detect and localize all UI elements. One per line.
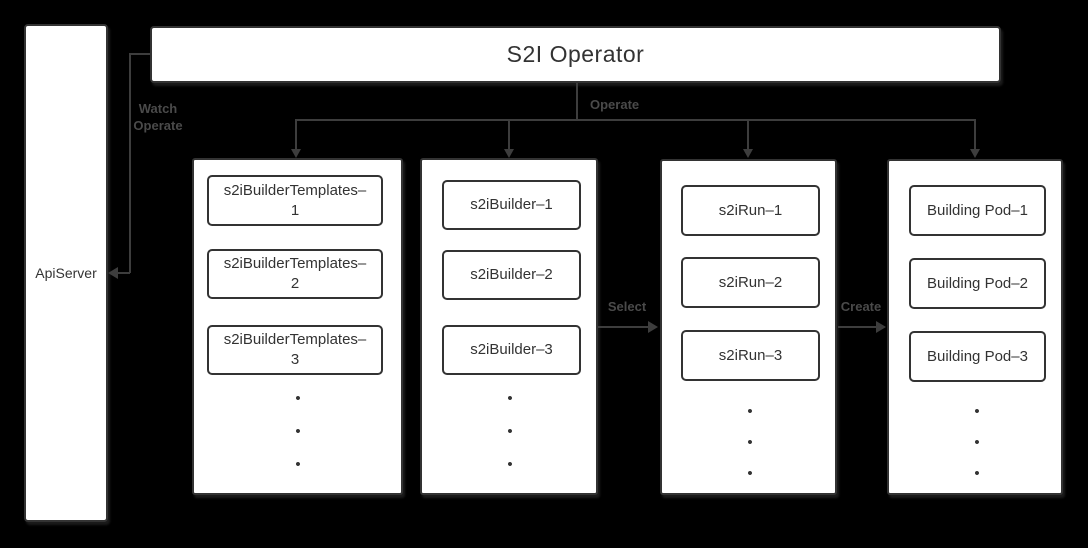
node-s2i-run-3: s2iRun–3 [681, 330, 820, 381]
node-s2i-builder-3: s2iBuilder–3 [442, 325, 581, 375]
api-server-label: ApiServer [35, 265, 97, 281]
watch-operate-edge-segment-top [129, 53, 150, 55]
group-s2i-builder: s2iBuilder–1 s2iBuilder–2 s2iBuilder–3 •… [420, 158, 598, 495]
ellipsis-dot: • [747, 434, 753, 451]
watch-operate-label: Watch Operate [127, 100, 189, 134]
group-s2i-run: s2iRun–1 s2iRun–2 s2iRun–3 • • • [660, 159, 837, 495]
operate-label: Operate [590, 97, 640, 112]
operate-arrowhead-4-icon [970, 149, 980, 158]
s2i-operator-title: S2I Operator [506, 41, 645, 67]
ellipsis-dot: • [974, 434, 980, 451]
ellipsis-dot: • [295, 423, 301, 440]
node-building-pod-3: Building Pod–3 [909, 331, 1046, 382]
operate-arrowhead-3-icon [743, 149, 753, 158]
operate-arrowhead-1-icon [291, 149, 301, 158]
operate-edge-drop-1 [295, 119, 297, 151]
watch-operate-arrowhead-icon [108, 267, 118, 279]
watch-operate-edge-segment-bottom [117, 272, 130, 274]
operate-edge-bus [295, 119, 976, 121]
operate-edge-drop-2 [508, 119, 510, 151]
node-label: s2iRun–2 [718, 273, 783, 291]
operate-edge-stem [576, 83, 578, 121]
ellipsis-dot: • [974, 465, 980, 482]
node-building-pod-1: Building Pod–1 [909, 185, 1046, 236]
node-s2i-builder-templates-1: s2iBuilderTemplates– 1 [207, 175, 383, 226]
node-s2i-builder-1: s2iBuilder–1 [442, 180, 581, 230]
node-label: s2iBuilder–2 [470, 266, 553, 283]
node-s2i-run-1: s2iRun–1 [681, 185, 820, 236]
ellipsis-dot: • [507, 456, 513, 473]
node-building-pod-2: Building Pod–2 [909, 258, 1046, 309]
create-edge-line [838, 326, 878, 328]
operate-arrowhead-2-icon [504, 149, 514, 158]
operate-edge-drop-4 [974, 119, 976, 151]
node-label: s2iRun–1 [718, 201, 783, 219]
ellipsis-dot: • [747, 403, 753, 420]
node-label: s2iBuilderTemplates– [223, 331, 367, 348]
ellipsis-dot: • [507, 423, 513, 440]
node-s2i-builder-templates-2: s2iBuilderTemplates– 2 [207, 249, 383, 299]
node-label: Building Pod–2 [927, 274, 1028, 292]
select-edge-line [598, 326, 649, 328]
operate-edge-drop-3 [747, 119, 749, 151]
create-label: Create [840, 299, 882, 314]
node-label: s2iRun–3 [718, 346, 783, 364]
node-label: 1 [290, 201, 300, 219]
s2i-operator-node: S2I Operator [150, 26, 1001, 83]
select-arrowhead-icon [648, 321, 658, 333]
select-label: Select [607, 299, 647, 314]
node-s2i-builder-2: s2iBuilder–2 [442, 250, 581, 300]
node-label: Building Pod–3 [927, 347, 1028, 365]
node-label: Building Pod–1 [927, 201, 1028, 219]
ellipsis-dot: • [507, 390, 513, 407]
watch-label-line: Watch [138, 101, 178, 116]
node-s2i-run-2: s2iRun–2 [681, 257, 820, 308]
group-s2i-builder-templates: s2iBuilderTemplates– 1 s2iBuilderTemplat… [192, 158, 403, 495]
node-label: s2iBuilderTemplates– [223, 255, 367, 272]
node-label: s2iBuilder–3 [470, 341, 553, 358]
ellipsis-dot: • [295, 390, 301, 407]
operate-label-line: Operate [133, 118, 183, 133]
group-building-pod: Building Pod–1 Building Pod–2 Building P… [887, 159, 1063, 495]
ellipsis-dot: • [747, 465, 753, 482]
node-s2i-builder-templates-3: s2iBuilderTemplates– 3 [207, 325, 383, 375]
node-label: s2iBuilderTemplates– [223, 181, 367, 199]
node-label: s2iBuilder–1 [470, 196, 553, 213]
watch-operate-edge-segment-vertical [129, 53, 131, 273]
ellipsis-dot: • [974, 403, 980, 420]
ellipsis-dot: • [295, 456, 301, 473]
node-label: 3 [290, 351, 300, 368]
create-arrowhead-icon [876, 321, 886, 333]
api-server-node: ApiServer [24, 24, 108, 522]
node-label: 2 [290, 275, 300, 292]
